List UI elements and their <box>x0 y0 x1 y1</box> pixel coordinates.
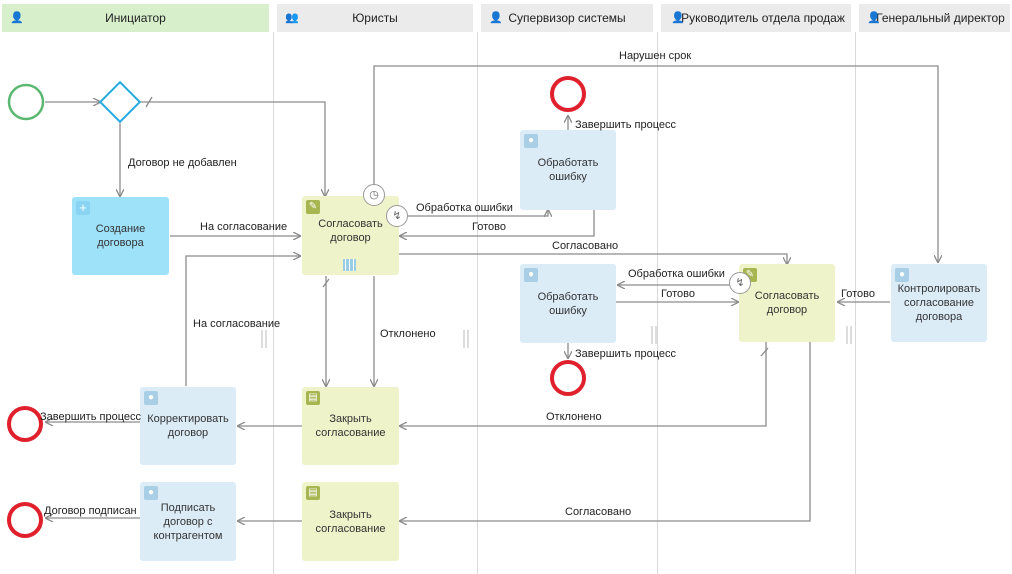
multi-instance-icon <box>343 259 356 271</box>
flow-gateway-approve <box>140 101 325 196</box>
end-event <box>7 502 43 538</box>
flow-label-contract-not-added: Договор не добавлен <box>128 157 237 169</box>
task-close-approval-2[interactable]: ▤ Закрыть согласование <box>302 482 399 561</box>
task-handle-error-1[interactable]: ● Обработать ошибку <box>520 130 616 210</box>
user-icon: ● <box>524 268 538 282</box>
user-icon: ● <box>144 486 158 500</box>
user-icon: 👤 <box>10 12 24 24</box>
user-icon: ● <box>524 134 538 148</box>
task-sign-contract[interactable]: ● Подписать договор с контрагентом <box>140 482 236 561</box>
flow-label-deadline-broken: Нарушен срок <box>619 50 692 62</box>
task-approve-contract-sales-head[interactable]: ✎ Согласовать договор ↯ <box>729 264 835 342</box>
flow-label-finish-process: Завершить процесс <box>40 411 141 423</box>
flow-approved-2 <box>400 342 811 521</box>
task-correct-contract[interactable]: ● Корректировать договор <box>140 387 236 465</box>
user-icon: 👤 <box>867 12 881 24</box>
end-event <box>550 76 586 112</box>
flow-label-contract-signed: Договор подписан <box>44 505 137 517</box>
task-control-approval[interactable]: ● Контролировать согласование договора <box>891 264 987 342</box>
script-icon: ▤ <box>306 391 320 405</box>
lane-divider <box>273 32 274 574</box>
exclusive-gateway <box>98 80 142 124</box>
form-icon: ✎ <box>306 200 320 214</box>
task-handle-error-2[interactable]: ● Обработать ошибку <box>520 264 616 343</box>
flow-label-to-approval: На согласование <box>193 318 281 330</box>
flow-label-done: Готово <box>472 221 506 233</box>
flow-label-error-handling: Обработка ошибки <box>628 268 725 280</box>
lane-divider <box>657 32 658 574</box>
lane-divider <box>477 32 478 574</box>
task-create-contract[interactable]: + Создание договора <box>72 197 169 275</box>
lane-header-supervisor: 👤 Супервизор системы <box>481 4 653 32</box>
lane-title: Супервизор системы <box>508 11 626 25</box>
flow-rejected-2 <box>400 342 767 426</box>
timer-icon[interactable]: ◷ <box>363 184 385 206</box>
flow-label-error-handling: Обработка ошибки <box>416 202 513 214</box>
users-icon: 👥 <box>285 12 299 24</box>
error-icon[interactable]: ↯ <box>386 205 408 227</box>
task-close-approval-1[interactable]: ▤ Закрыть согласование <box>302 387 399 465</box>
plus-icon: + <box>76 201 90 215</box>
user-icon: 👤 <box>489 12 503 24</box>
flow-label-done: Готово <box>661 288 695 300</box>
lane-header-lawyers: 👥 Юристы <box>277 4 473 32</box>
start-event <box>7 83 45 121</box>
flow-label-approved: Согласовано <box>565 506 632 518</box>
user-icon: ● <box>895 268 909 282</box>
lane-header-sales-head: 👤 Руководитель отдела продаж <box>661 4 851 32</box>
flow-label-to-approval: На согласование <box>200 221 288 233</box>
user-icon: ● <box>144 391 158 405</box>
lane-divider <box>855 32 856 574</box>
lane-header-initiator: 👤 Инициатор <box>2 4 269 32</box>
lane-title: Юристы <box>352 11 398 25</box>
user-icon: 👤 <box>671 12 685 24</box>
task-approve-contract-lawyers[interactable]: ✎ Согласовать договор ◷ ↯ <box>302 184 408 275</box>
flow-done-1 <box>400 210 595 236</box>
flow-label-approved: Согласовано <box>552 240 619 252</box>
flow-approved-1 <box>398 253 787 264</box>
end-event <box>7 406 43 442</box>
lane-header-ceo: 👤 Генеральный директор <box>859 4 1010 32</box>
lane-title: Генеральный директор <box>876 11 1005 25</box>
flow-label-rejected: Отклонено <box>546 411 602 423</box>
end-event <box>550 360 586 396</box>
flow-label-done: Готово <box>841 288 875 300</box>
lane-title: Руководитель отдела продаж <box>681 11 845 25</box>
error-icon[interactable]: ↯ <box>729 272 751 294</box>
lane-title: Инициатор <box>105 11 166 25</box>
flow-label-finish-process: Завершить процесс <box>575 119 676 131</box>
flow-label-rejected: Отклонено <box>380 328 436 340</box>
script-icon: ▤ <box>306 486 320 500</box>
flow-error-1 <box>408 210 548 216</box>
flow-correct-approve <box>185 256 300 386</box>
flow-deadline-broken <box>373 65 938 262</box>
flow-label-finish-process: Завершить процесс <box>575 348 676 360</box>
